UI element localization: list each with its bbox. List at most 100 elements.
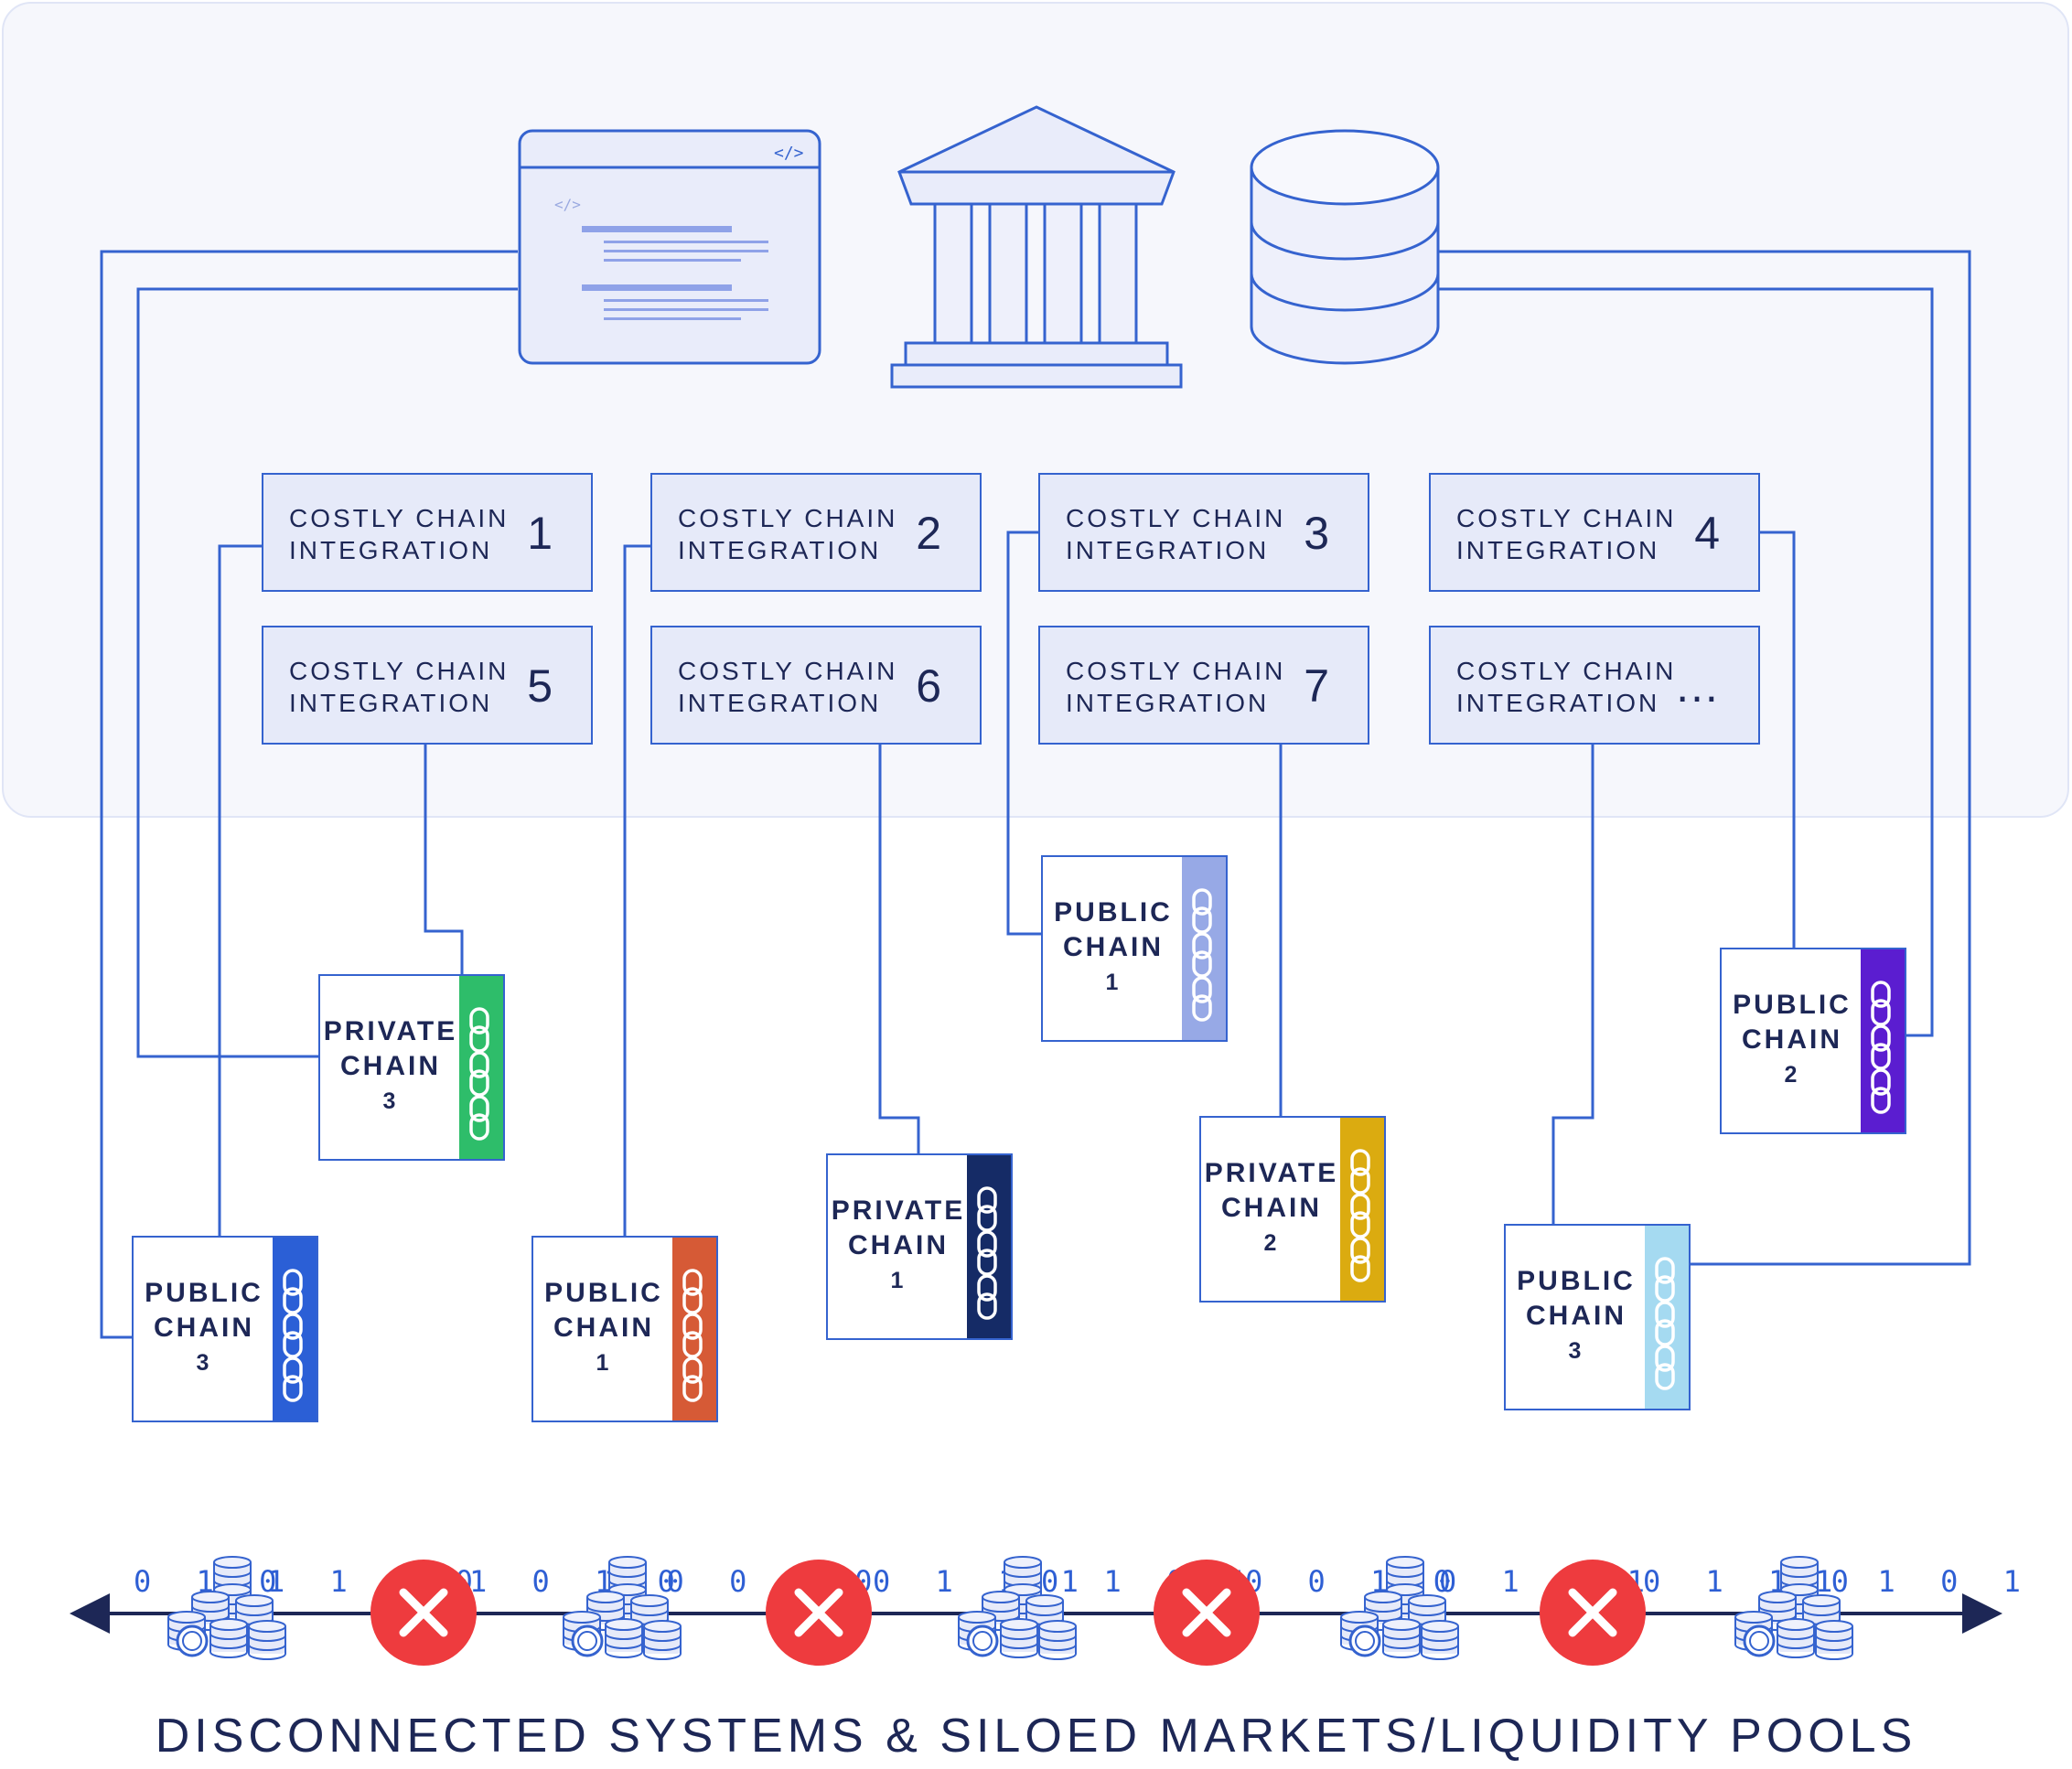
chain-link-icon	[1655, 1257, 1675, 1303]
binary-string: 1 1 0 1	[1815, 1564, 2034, 1599]
chain-link-icon	[977, 1186, 997, 1232]
coin-stack-icon	[1337, 1553, 1462, 1672]
public-chain-1-top: PUBLIC CHAIN 1	[1041, 855, 1228, 1042]
chain-color-strip	[1340, 1118, 1384, 1301]
connector-int1	[218, 544, 263, 1237]
binary-string: 0 1 1 1	[873, 1564, 1092, 1599]
chain-link-icon	[977, 1274, 997, 1320]
chain-link-icon	[469, 1007, 489, 1053]
chain-number: 3	[382, 1088, 399, 1114]
chain-label: PUBLIC CHAIN	[1517, 1266, 1636, 1331]
chain-link-icon	[283, 1313, 303, 1358]
connector-db-outer	[1436, 250, 1971, 1266]
chain-number: 1	[1105, 970, 1122, 995]
chain-label: PUBLIC CHAIN	[1733, 990, 1852, 1055]
coin-stack-icon	[560, 1553, 684, 1672]
axis-right-arrow	[1962, 1593, 2002, 1634]
chain-number: 3	[1568, 1338, 1584, 1364]
chain-link-icon	[977, 1230, 997, 1276]
connector-int4	[1759, 531, 1796, 949]
integration-box-1: COSTLY CHAIN INTEGRATION 1	[262, 473, 593, 592]
integration-number: …	[1674, 660, 1720, 712]
integration-number: 4	[1694, 508, 1720, 559]
chain-link-icon	[283, 1269, 303, 1314]
chain-link-icon	[469, 1095, 489, 1141]
integration-box-4: COSTLY CHAIN INTEGRATION 4	[1429, 473, 1760, 592]
chain-color-strip	[273, 1238, 317, 1421]
svg-text:</>: </>	[774, 144, 804, 163]
private-chain-2: PRIVATE CHAIN 2	[1199, 1116, 1386, 1303]
connector-int-more	[1551, 744, 1594, 1225]
chain-label: PUBLIC CHAIN	[1054, 897, 1173, 962]
chain-link-icon	[1192, 932, 1212, 978]
chain-label: PRIVATE CHAIN	[323, 1016, 458, 1081]
chain-number: 3	[196, 1350, 212, 1376]
integration-number: 5	[527, 660, 553, 712]
chain-link-icon	[283, 1356, 303, 1402]
integration-box-5: COSTLY CHAIN INTEGRATION 5	[262, 626, 593, 745]
connector-int3	[1006, 531, 1043, 936]
connector-webapp-outer	[100, 250, 518, 1339]
chain-link-icon	[682, 1313, 703, 1358]
connector-int5	[424, 744, 464, 976]
chain-color-strip	[1645, 1226, 1689, 1409]
chain-color-strip	[459, 976, 503, 1159]
bank-icon	[890, 105, 1183, 389]
disconnected-x-icon	[370, 1559, 478, 1667]
chain-label: PUBLIC CHAIN	[544, 1278, 663, 1343]
integration-box-7: COSTLY CHAIN INTEGRATION 7	[1038, 626, 1369, 745]
integration-box-more: COSTLY CHAIN INTEGRATION …	[1429, 626, 1760, 745]
chain-number: 2	[1784, 1062, 1800, 1088]
chain-link-icon	[1871, 1068, 1891, 1114]
chain-link-icon	[1871, 1024, 1891, 1070]
chain-number: 2	[1263, 1230, 1280, 1256]
chain-number: 1	[596, 1350, 612, 1376]
integration-box-3: COSTLY CHAIN INTEGRATION 3	[1038, 473, 1369, 592]
integration-label: COSTLY CHAIN INTEGRATION	[678, 657, 898, 717]
chain-link-icon	[1350, 1237, 1370, 1282]
database-icon	[1250, 129, 1440, 365]
private-chain-1: PRIVATE CHAIN 1	[826, 1153, 1013, 1340]
coin-stack-icon	[955, 1553, 1079, 1672]
chain-link-icon	[1350, 1149, 1370, 1195]
chain-color-strip	[1861, 949, 1905, 1132]
private-chain-3: PRIVATE CHAIN 3	[318, 974, 505, 1161]
connector-int6	[878, 744, 920, 1154]
chain-link-icon	[469, 1051, 489, 1097]
connector-webapp-inner	[136, 287, 518, 1058]
integration-label: COSTLY CHAIN INTEGRATION	[1066, 657, 1286, 717]
chain-label: PRIVATE CHAIN	[1204, 1158, 1339, 1223]
code-window-icon: </> </>	[518, 129, 821, 365]
chain-label: PUBLIC CHAIN	[145, 1278, 263, 1343]
coin-stack-icon	[1732, 1553, 1856, 1672]
chain-link-icon	[1871, 981, 1891, 1026]
chain-label: PRIVATE CHAIN	[831, 1195, 966, 1260]
chain-number: 1	[890, 1268, 907, 1293]
integration-label: COSTLY CHAIN INTEGRATION	[1456, 657, 1677, 717]
coin-stack-icon	[165, 1553, 289, 1672]
chain-link-icon	[1192, 888, 1212, 934]
diagram-caption: DISCONNECTED SYSTEMS & SILOED MARKETS/LI…	[155, 1710, 1917, 1763]
chain-link-icon	[682, 1356, 703, 1402]
chain-link-icon	[1655, 1301, 1675, 1346]
public-chain-1-bottom: PUBLIC CHAIN 1	[531, 1236, 718, 1422]
chain-color-strip	[1182, 857, 1226, 1040]
integration-number: 6	[916, 660, 941, 712]
chain-color-strip	[672, 1238, 716, 1421]
integration-number: 1	[527, 508, 553, 559]
svg-text:</>: </>	[554, 196, 581, 213]
disconnected-x-icon	[1153, 1559, 1261, 1667]
integration-label: COSTLY CHAIN INTEGRATION	[289, 504, 510, 564]
integration-label: COSTLY CHAIN INTEGRATION	[678, 504, 898, 564]
integration-number: 3	[1304, 508, 1329, 559]
integration-label: COSTLY CHAIN INTEGRATION	[1066, 504, 1286, 564]
connector-db-inner	[1436, 287, 1934, 1037]
integration-number: 2	[916, 508, 941, 559]
integration-number: 7	[1304, 660, 1329, 712]
chain-link-icon	[1350, 1193, 1370, 1238]
connector-int2	[623, 544, 652, 1237]
integration-label: COSTLY CHAIN INTEGRATION	[289, 657, 510, 717]
disconnected-x-icon	[1539, 1559, 1647, 1667]
